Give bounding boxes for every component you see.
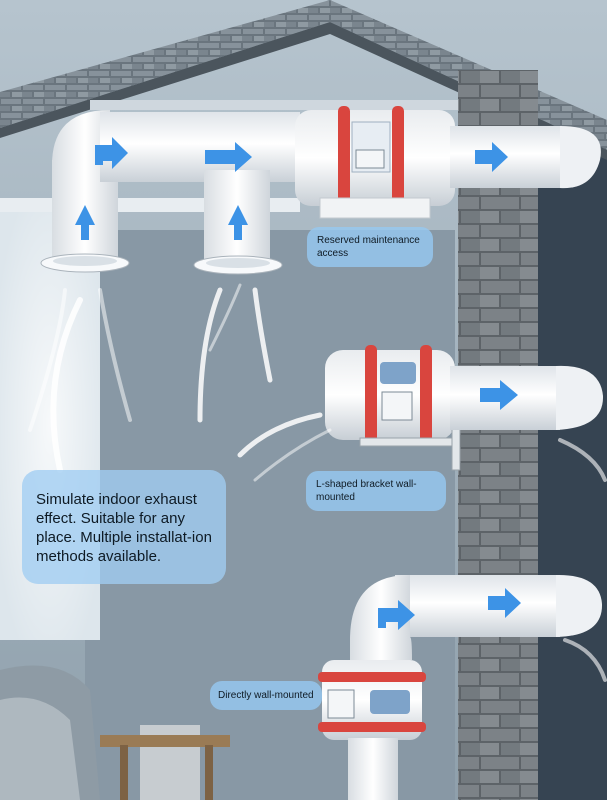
callout-main-description: Simulate indoor exhaust effect. Suitable… — [22, 470, 226, 584]
callout-bracket-text: L-shaped bracket wall-mounted — [316, 479, 417, 503]
callout-bracket-mounted: L-shaped bracket wall-mounted — [306, 471, 446, 511]
callout-maintenance-access: Reserved maintenance access — [307, 227, 433, 267]
callout-maintenance-text: Reserved maintenance access — [317, 235, 420, 259]
callout-wall-text: Directly wall-mounted — [218, 690, 314, 701]
callout-wall-mounted: Directly wall-mounted — [210, 681, 322, 710]
main-description-text: Simulate indoor exhaust effect. Suitable… — [36, 491, 212, 565]
